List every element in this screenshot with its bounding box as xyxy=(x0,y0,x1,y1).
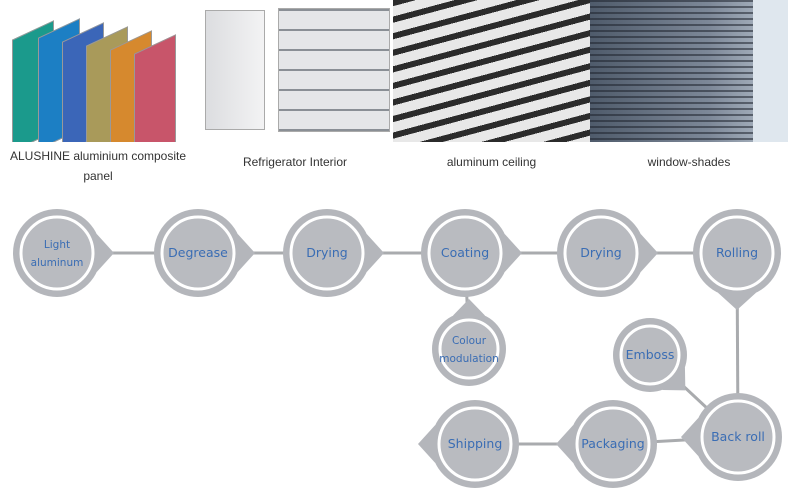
step-label: Rolling xyxy=(716,245,758,260)
bubble-ring xyxy=(427,215,503,291)
step-label: aluminum xyxy=(31,257,84,269)
step-label: Coating xyxy=(441,245,489,260)
photo-caption: Refrigerator Interior xyxy=(242,155,348,169)
window-shades-photo xyxy=(590,0,788,142)
aluminum-ceiling-photo xyxy=(393,0,590,142)
bubble-ring xyxy=(160,215,236,291)
bubble-ring xyxy=(438,318,500,380)
process-step-colour: Colour modulation xyxy=(432,299,506,386)
process-step-coating: Coating xyxy=(421,209,522,297)
process-step-light: Light aluminum xyxy=(13,209,114,297)
bubble-pointer xyxy=(418,424,436,464)
photo-caption: window-shades xyxy=(647,155,731,169)
process-step-rolling: Rolling xyxy=(693,209,781,310)
bubble-ring xyxy=(563,215,639,291)
step-label: Back roll xyxy=(711,429,765,444)
step-label: Packaging xyxy=(581,436,644,451)
step-label: Colour xyxy=(452,335,487,347)
bubble-pointer xyxy=(640,233,658,273)
bubble-pointer xyxy=(556,424,574,464)
step-label: modulation xyxy=(439,353,498,365)
process-step-shipping: Shipping xyxy=(418,400,519,488)
bubble-pointer xyxy=(504,233,522,273)
process-step-backroll: Back roll xyxy=(681,393,782,481)
process-step-drying1: Drying xyxy=(283,209,384,297)
bubble-ring xyxy=(619,324,681,386)
bubble-pointer xyxy=(717,292,757,310)
process-step-drying2: Drying xyxy=(557,209,658,297)
photo-caption: aluminum ceiling xyxy=(446,155,537,169)
step-label: Degrease xyxy=(168,245,228,260)
bubble-ring xyxy=(19,215,95,291)
bubble-ring xyxy=(437,406,513,482)
bubble-pointer xyxy=(96,233,114,273)
process-step-emboss: Emboss xyxy=(613,318,687,392)
composite-panel-photo xyxy=(0,0,196,142)
bubble-ring xyxy=(699,215,775,291)
step-label: Emboss xyxy=(626,347,675,362)
step-label: Drying xyxy=(306,245,348,260)
bubble-pointer xyxy=(366,233,384,273)
refrigerator-photo xyxy=(200,0,390,142)
bubble-pointer xyxy=(681,417,699,457)
process-step-packaging: Packaging xyxy=(556,400,657,488)
process-step-degrease: Degrease xyxy=(154,209,255,297)
step-label: Shipping xyxy=(448,436,503,451)
bubble-ring xyxy=(575,406,651,482)
bubble-pointer xyxy=(237,233,255,273)
bubble-ring xyxy=(289,215,365,291)
step-label: Light xyxy=(44,239,70,251)
step-label: Drying xyxy=(580,245,622,260)
bubble-pointer xyxy=(452,299,486,316)
bubble-ring xyxy=(700,399,776,475)
